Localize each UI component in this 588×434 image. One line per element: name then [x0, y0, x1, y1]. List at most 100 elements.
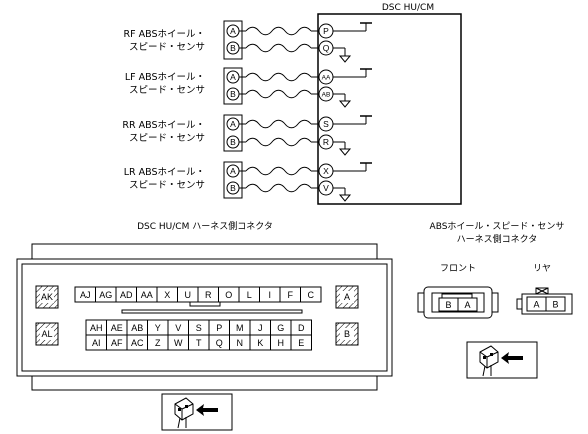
corner-label-b: B [344, 329, 350, 339]
front-connector: B A [417, 286, 499, 319]
plug-hole [483, 356, 486, 359]
connector-pin-label: L [247, 290, 252, 300]
corner-label-al: AL [41, 329, 52, 339]
sensor-pin-label: A [230, 166, 236, 176]
corner-label-bg [340, 291, 354, 303]
connector-pin-label: F [288, 290, 294, 300]
connector-pin-label: AB [131, 323, 143, 333]
connector-pin-label: X [164, 290, 170, 300]
sensor-connector-view-icon [466, 341, 538, 379]
sensor-box-rr [223, 114, 243, 152]
front-pin-cell [457, 297, 478, 312]
connector-pin-label: V [175, 323, 181, 333]
plug-wires [482, 365, 492, 377]
connector-pin-label: P [216, 323, 222, 333]
module-pin-label: V [323, 183, 329, 193]
plug-hole [185, 405, 188, 408]
twisted-wire [245, 89, 312, 99]
sensor-pin-label: A [230, 26, 236, 36]
sensor-box-lr [223, 161, 243, 199]
main-connector-title: DSC HU/CM ハーネス側コネクタ [137, 220, 273, 232]
sensor-connector-title-line1: ABSホイール・スピード・センサ [430, 221, 565, 232]
connector-pin-label: E [298, 338, 304, 348]
connector-pin-label: AF [111, 338, 123, 348]
module-pin-label: AB [322, 92, 331, 99]
connector-pin-label: AG [99, 290, 112, 300]
connector-pin-label: I [268, 290, 271, 300]
connector-key [189, 301, 221, 307]
arrow-icon [196, 404, 218, 416]
twisted-wire [245, 137, 312, 147]
twisted-wire [245, 119, 312, 129]
rear-pin-label: B [552, 300, 558, 310]
sensor-group-rr: RR ABSホイール・ スピード・センサ A B S R [122, 114, 372, 156]
ground-icon [338, 148, 352, 156]
sensor-pin-label: B [230, 137, 236, 147]
front-label: フロント [440, 264, 476, 274]
sensor-group-lr: LR ABSホイール・ スピード・センサ A B X V [124, 161, 372, 202]
sensor-label-lf-line1: LF ABSホイール・ [125, 72, 205, 83]
connector-pin-label: J [258, 323, 263, 333]
sensor-label-lr-line1: LR ABSホイール・ [124, 167, 205, 178]
arrow-icon [501, 352, 523, 364]
ground-icon [338, 55, 352, 63]
front-connector-tab [491, 292, 499, 313]
plug-hole [178, 408, 181, 411]
corner-label-a: A [344, 292, 350, 302]
sensor-group-lf: LF ABSホイール・ スピード・センサ A B AA AB [125, 67, 372, 108]
module-title: DSC HU/CM [382, 3, 434, 13]
connector-pin-label: D [298, 323, 305, 333]
rear-pin-cell [545, 296, 566, 312]
twisted-wire [245, 166, 312, 176]
connector-rail [121, 309, 303, 314]
corner-label-bg [340, 328, 354, 340]
rear-label: リヤ [533, 264, 551, 274]
connector-inner-outline [16, 258, 393, 377]
connector-pin-label: C [308, 290, 315, 300]
twisted-wire [245, 72, 312, 82]
sensor-pin-label: B [230, 43, 236, 53]
connector-pin-label: W [174, 338, 183, 348]
connector-pin-label: AH [90, 323, 103, 333]
sensor-pin-label: B [230, 183, 236, 193]
sensor-label-lr-line2: スピード・センサ [129, 180, 205, 191]
connector-pin-label: Z [155, 338, 161, 348]
connector-pin-label: K [257, 338, 263, 348]
connector-pin-label: AC [131, 338, 144, 348]
connector-outline [16, 243, 393, 391]
connector-view-icon [161, 393, 233, 431]
twisted-wire [245, 26, 312, 36]
rear-latch-mark [535, 287, 549, 295]
module-pin-label: R [323, 137, 329, 147]
sensor-connector-title-line2: ハーネス側コネクタ [457, 233, 538, 245]
sensor-label-rf-line2: スピード・センサ [129, 42, 205, 53]
front-pin-label: A [464, 300, 470, 310]
connector-inner-frame [21, 263, 388, 372]
rear-pin-label: A [533, 300, 539, 310]
front-connector-tab [417, 292, 425, 313]
connector-pin-label: U [185, 290, 192, 300]
connector-pin-cell [300, 286, 322, 303]
plug-body [174, 397, 194, 421]
connector-pin-label: M [236, 323, 244, 333]
connector-pin-label: N [237, 338, 244, 348]
connector-pin-label: AJ [80, 290, 91, 300]
module-pin-label: Q [323, 43, 330, 53]
connector-pin-label: AD [120, 290, 133, 300]
module-pin-label: P [323, 26, 329, 36]
ground-icon [338, 100, 352, 108]
front-connector-key [441, 293, 473, 299]
connector-pin-label: AA [141, 290, 153, 300]
plug-wires [177, 417, 187, 429]
module-box [317, 13, 462, 205]
icon-frame [466, 341, 538, 379]
corner-label-ak: AK [41, 292, 53, 302]
sensor-pin-label: B [230, 89, 236, 99]
module-pin-label: S [323, 119, 329, 129]
